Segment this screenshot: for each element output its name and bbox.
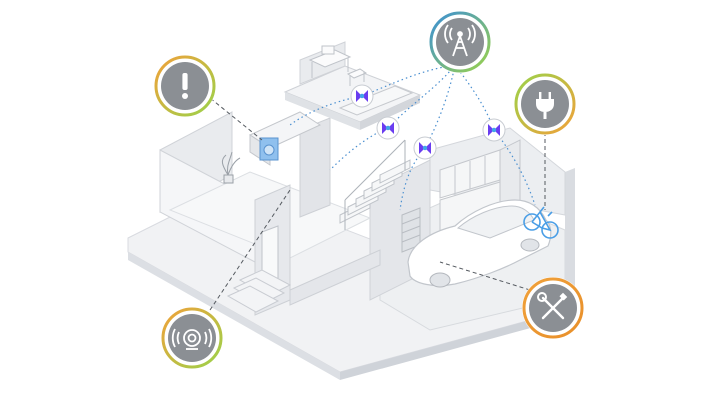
mesh-node-1[interactable]	[350, 84, 374, 108]
mesh-nodes	[350, 84, 506, 160]
exclamation-icon	[182, 73, 188, 99]
upper-bench	[338, 85, 414, 116]
badge-maintenance[interactable]	[522, 277, 584, 339]
car	[407, 199, 552, 288]
tool-chest	[401, 207, 421, 253]
badge-power[interactable]	[514, 73, 576, 135]
interior-partition	[299, 117, 331, 218]
badge-smoke-detector[interactable]	[161, 307, 223, 369]
chair	[346, 68, 368, 86]
upper-floor-edge-right	[360, 95, 420, 130]
wrench-screwdriver-icon	[537, 292, 568, 320]
ground-slab-edge-right	[340, 312, 560, 380]
ground-slab-edge	[128, 252, 340, 380]
upper-floor-edge	[285, 92, 360, 130]
mesh-node-4[interactable]	[482, 118, 506, 142]
interior-staircase	[339, 139, 411, 230]
garden-wall	[289, 249, 381, 306]
kitchen	[248, 111, 322, 166]
badge-alert[interactable]	[154, 55, 216, 117]
guide-lines	[204, 93, 546, 311]
badge-antenna[interactable]	[429, 11, 491, 73]
house-cutaway	[127, 41, 575, 380]
mesh-node-3[interactable]	[413, 136, 437, 160]
mesh-node-2[interactable]	[376, 116, 400, 140]
front-steps	[226, 269, 292, 313]
power-plug-icon	[536, 92, 554, 119]
desk	[308, 45, 352, 78]
plant	[221, 151, 241, 184]
smoke-detector-icon	[171, 328, 213, 350]
antenna-icon	[444, 24, 476, 57]
bicycle	[523, 206, 559, 239]
garage-right-wall	[565, 168, 575, 304]
